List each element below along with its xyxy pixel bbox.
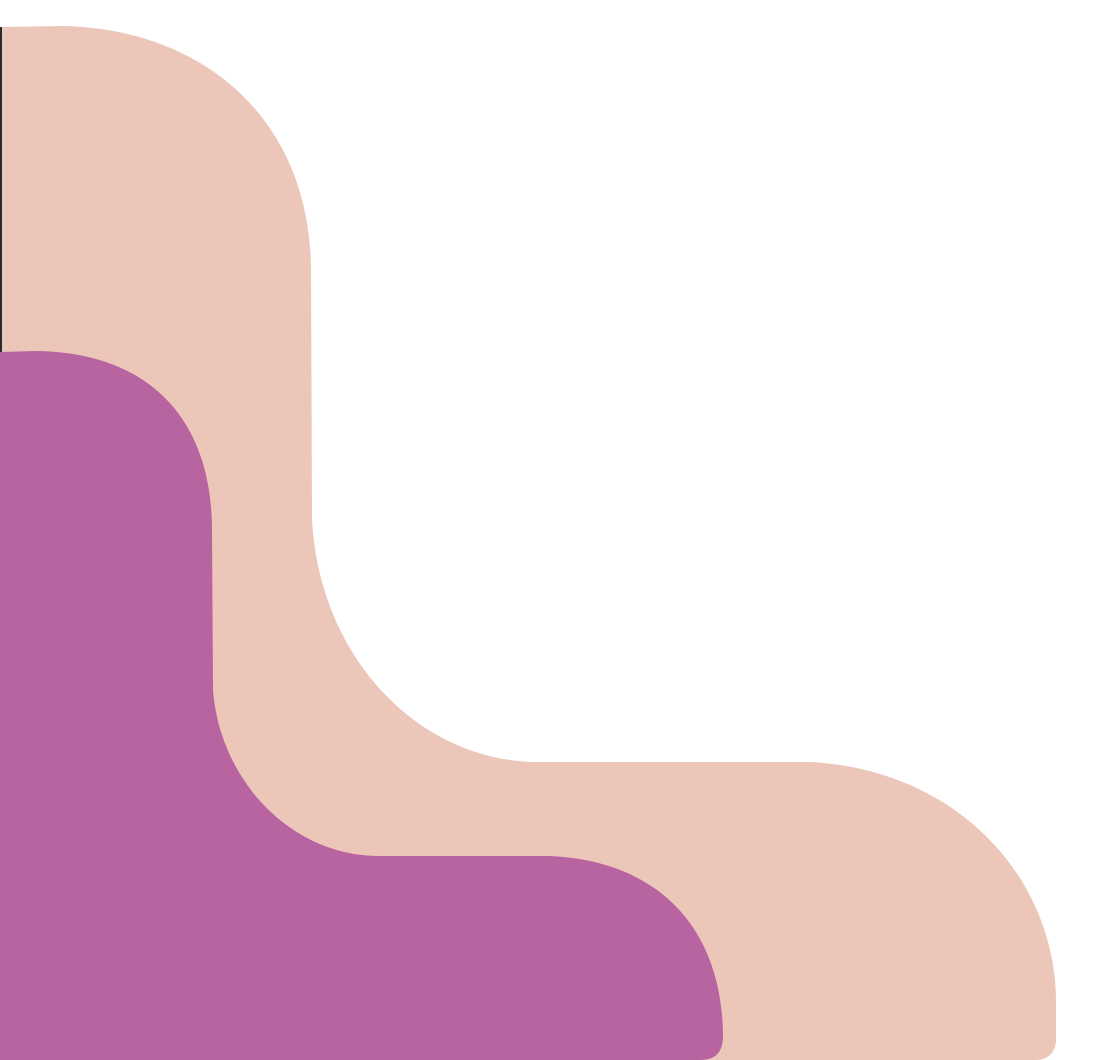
peach-curved-band [0,26,1056,1060]
magenta-curved-block [0,351,723,1060]
